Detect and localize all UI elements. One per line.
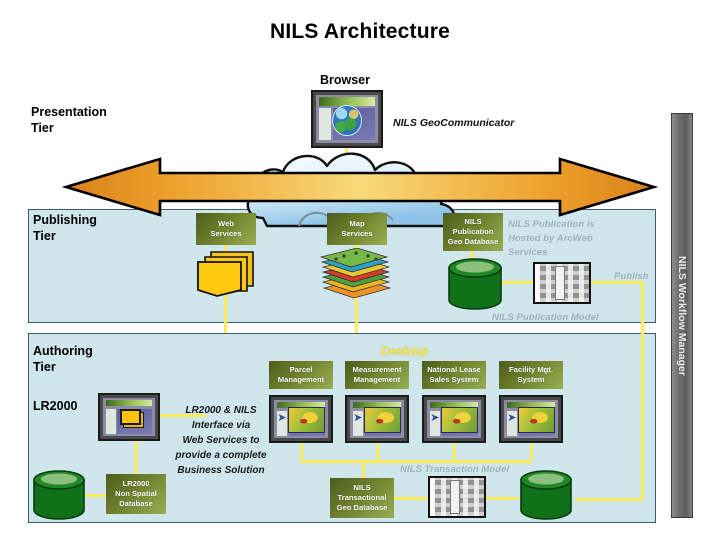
wire-lr2000-db-cylinder-link: [83, 494, 107, 497]
wire-bus-to-txn-gdb: [362, 460, 365, 480]
app-sidebar: [276, 410, 288, 436]
lr2000-row-label: LR2000: [33, 399, 78, 413]
monitor-lr2000-icon: [98, 393, 160, 441]
database-cylinder-lr2000-icon: [33, 470, 85, 520]
data-model-thumbnail-transaction-icon: [428, 476, 486, 518]
monitor-browser-icon: [311, 90, 383, 148]
browser-label: Browser: [319, 73, 371, 87]
page-title: NILS Architecture: [270, 20, 450, 43]
annotation-lr2000-interface: LR2000 & NILS Interface via Web Services…: [175, 405, 267, 476]
browser-sidebar: [319, 108, 332, 141]
cursor-arrow-icon: ➤: [430, 411, 440, 424]
wire-right-trunk-vertical: [641, 281, 644, 501]
cursor-arrow-icon: ➤: [277, 411, 287, 424]
monitor-national-lease-sales-system-icon: ➤: [422, 395, 486, 443]
service-box-web-services[interactable]: Web Services: [196, 213, 256, 245]
app-titlebar: [276, 401, 326, 409]
document-icon: [120, 409, 141, 426]
browser-titlebar: [319, 97, 375, 106]
data-model-thumbnail-publication-icon: [533, 262, 591, 304]
app-box-measurement-management[interactable]: Measurement Management: [345, 361, 409, 389]
service-box-nils-transactional-geodatabase[interactable]: NILS Transactional Geo Database: [330, 478, 394, 518]
globe-icon: [332, 104, 362, 137]
wire-lr2000-to-interface-note: [160, 414, 206, 417]
app-box-national-lease-sales-system[interactable]: National Lease Sales System: [422, 361, 486, 389]
lr2000-sidebar: [105, 408, 116, 434]
wire-app3-down: [453, 441, 456, 461]
monitor-measurement-management-icon: ➤: [345, 395, 409, 443]
authoring-tier-label: Authoring Tier: [33, 344, 93, 374]
workflow-manager-label: NILS Workflow Manager: [676, 255, 688, 376]
map-thumbnail-icon: [365, 408, 400, 432]
app-box-facility-mgt-system[interactable]: Facility Mgt. System: [499, 361, 563, 389]
monitor-parcel-management-icon: ➤: [269, 395, 333, 443]
app-titlebar: [506, 401, 556, 409]
database-cylinder-publication-icon: [448, 258, 502, 310]
desktop-label: Desktop: [381, 344, 429, 358]
map-thumbnail-icon: [519, 408, 554, 432]
workflow-manager-bar: NILS Workflow Manager: [671, 113, 693, 518]
app-sidebar: [352, 410, 364, 436]
annotation-transaction-model: NILS Transaction Model: [400, 464, 510, 475]
bidirectional-arrow: [62, 157, 658, 217]
wire-gdb-to-publication-model: [500, 281, 536, 284]
app-titlebar: [429, 401, 479, 409]
monitor-facility-mgt-system-icon: ➤: [499, 395, 563, 443]
database-cylinder-transaction-icon: [520, 470, 572, 520]
wire-desktop-bus-horizontal: [300, 460, 532, 463]
cursor-arrow-icon: ➤: [353, 411, 363, 424]
wire-txn-gdb-to-model: [391, 497, 431, 500]
map-thumbnail-icon: [289, 408, 324, 432]
presentation-tier-label: Presentation Tier: [31, 105, 107, 135]
wire-lr2000-monitor-to-db: [135, 441, 138, 486]
map-thumbnail-icon: [442, 408, 477, 432]
app-box-parcel-management[interactable]: Parcel Management: [269, 361, 333, 389]
wire-txn-model-to-db: [483, 497, 519, 500]
wire-app2-down: [376, 441, 379, 461]
annotation-arcweb-hosting: NILS Publication is Hosted by ArcWeb Ser…: [508, 219, 595, 258]
wire-app4-down: [530, 441, 533, 461]
annotation-publish: Publish: [614, 271, 649, 282]
geocommunicator-label: NILS GeoCommunicator: [393, 117, 515, 129]
app-titlebar: [352, 401, 402, 409]
stacked-documents-icon: [197, 251, 254, 297]
wire-right-trunk-to-db: [575, 498, 644, 501]
service-box-nils-publication-geodatabase[interactable]: NILS Publication Geo Database: [443, 213, 503, 251]
publishing-tier-label: Publishing Tier: [33, 213, 97, 243]
wire-web-services-bridge: [224, 323, 227, 333]
wire-publication-model-to-right: [588, 281, 644, 284]
annotation-publication-model: NILS Publication Model: [492, 312, 599, 323]
wire-map-services-bridge: [355, 323, 358, 333]
service-box-map-services[interactable]: Map Services: [327, 213, 387, 245]
app-sidebar: [429, 410, 441, 436]
app-sidebar: [506, 410, 518, 436]
service-box-lr2000-non-spatial-database[interactable]: LR2000 Non Spatial Database: [106, 474, 166, 514]
lr2000-titlebar: [105, 399, 153, 407]
map-layers-icon: [319, 248, 392, 299]
wire-app1-down: [300, 441, 303, 461]
cursor-arrow-icon: ➤: [507, 411, 517, 424]
